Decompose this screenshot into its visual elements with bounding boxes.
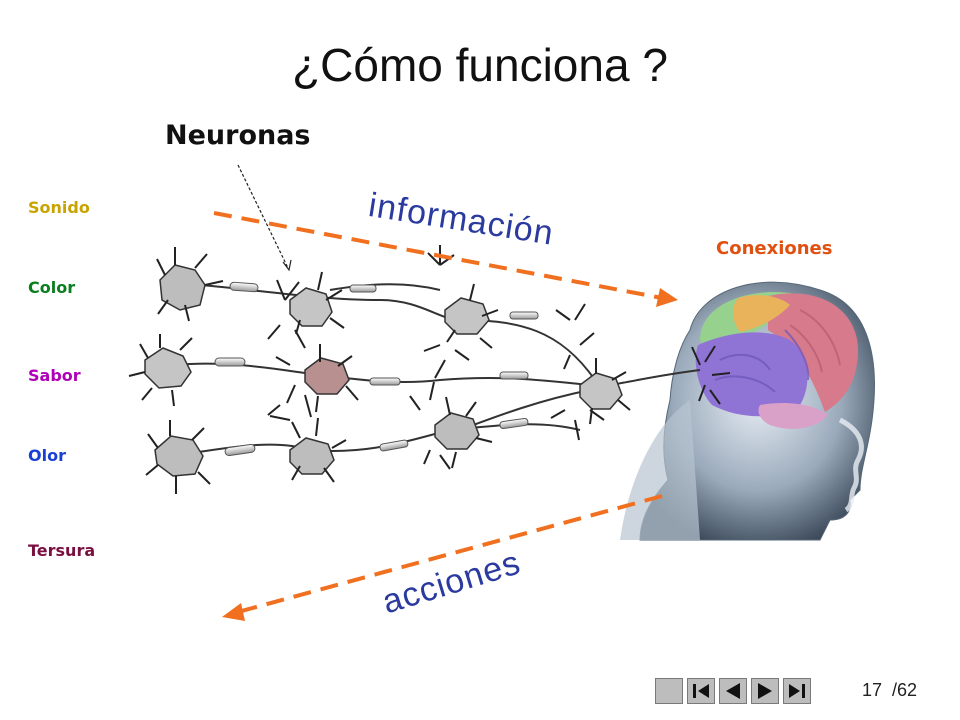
first-page-icon (693, 684, 709, 698)
first-page-button[interactable] (687, 678, 715, 704)
blank-icon (656, 679, 682, 703)
last-page-button[interactable] (783, 678, 811, 704)
sense-label-olor: Olor (28, 446, 66, 465)
neurons-label: Neuronas (165, 120, 311, 151)
brain-illustration (695, 292, 858, 429)
blank-button[interactable] (655, 678, 683, 704)
axon-sheaths (214, 281, 539, 457)
slide-navigation (655, 678, 811, 706)
neuron-body (434, 412, 480, 450)
neuron-body (579, 372, 623, 410)
total-pages: /62 (892, 680, 918, 700)
last-page-icon (789, 684, 805, 698)
sense-label-color: Color (28, 278, 76, 297)
prev-page-icon (726, 683, 740, 699)
sense-label-sabor: Sabor (28, 366, 81, 385)
neuron-body (144, 347, 192, 389)
neuron-body (159, 264, 206, 311)
dendrites (267, 245, 731, 470)
neuron-bodies (144, 264, 623, 477)
information-arrow (213, 211, 678, 307)
neuron-body (289, 437, 335, 475)
connections-label: Conexiones (716, 238, 833, 259)
current-page: 17 (862, 680, 883, 700)
actions-arrow (222, 494, 663, 621)
page-counter: 17/62 (862, 680, 917, 701)
neuron-spikes (128, 247, 631, 494)
neuron-body (444, 297, 490, 335)
neurons-pointer-arrow (237, 164, 289, 269)
neuron-body (304, 357, 350, 395)
prev-page-button[interactable] (719, 678, 747, 704)
next-page-button[interactable] (751, 678, 779, 704)
next-page-icon (758, 683, 772, 699)
neuron-body (154, 435, 204, 477)
neuron-body (289, 287, 333, 327)
page-title: ¿Cómo funciona ? (292, 39, 668, 91)
sense-label-sonido: Sonido (28, 198, 90, 217)
sense-label-tersura: Tersura (28, 541, 96, 560)
